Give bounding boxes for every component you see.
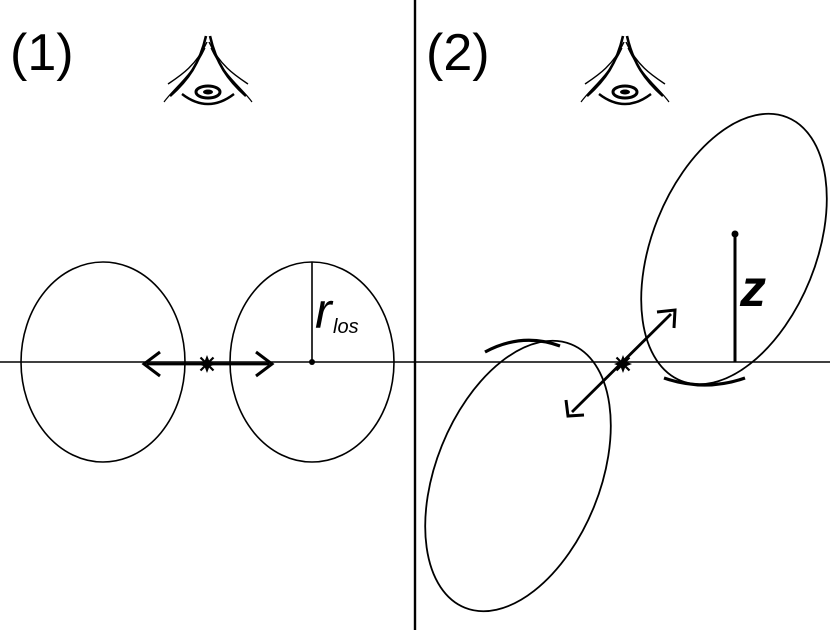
radius-label: r <box>315 283 334 339</box>
panel-1: (1) r los <box>10 24 395 463</box>
lower-ellipse <box>424 339 612 613</box>
upper-ellipse <box>640 112 828 386</box>
center-dot <box>309 359 315 365</box>
panel-2-label: (2) <box>426 24 490 82</box>
eye-icon <box>162 34 254 106</box>
lower-ellipse-near-arc <box>484 338 561 354</box>
height-label: z <box>739 260 766 318</box>
star-icon <box>196 353 218 375</box>
height-top-dot <box>731 230 739 238</box>
upper-ellipse-near-arc <box>663 376 746 387</box>
panel-1-label: (1) <box>10 24 74 82</box>
eye-icon <box>579 34 671 106</box>
star-icon <box>612 353 634 375</box>
panel-2: (2) z <box>424 24 828 613</box>
left-ellipse <box>20 261 186 463</box>
radius-subscript: los <box>333 316 359 338</box>
